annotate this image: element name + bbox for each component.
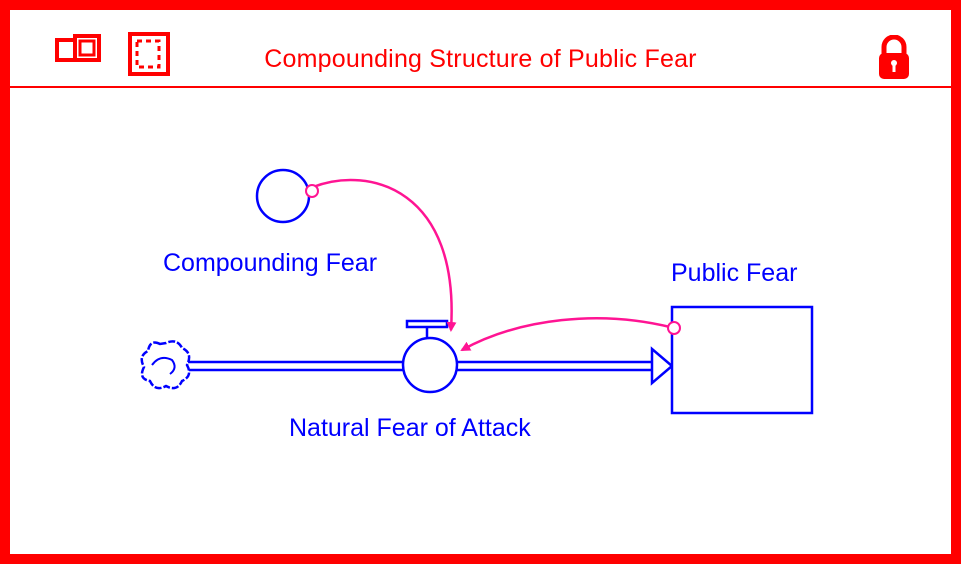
converter-compounding-fear[interactable] bbox=[255, 168, 311, 224]
flow-valve[interactable] bbox=[401, 319, 459, 394]
cloud-source-icon[interactable] bbox=[140, 340, 191, 390]
connector-compounding-to-flow[interactable] bbox=[305, 178, 457, 332]
label-public-fear: Public Fear bbox=[671, 259, 798, 287]
window-toolbar: Compounding Structure of Public Fear bbox=[10, 10, 951, 88]
selection-box-icon[interactable] bbox=[126, 30, 176, 78]
double-window-icon[interactable] bbox=[54, 30, 112, 70]
label-natural-fear-of-attack: Natural Fear of Attack bbox=[289, 414, 531, 442]
connector-stock-to-flow[interactable] bbox=[460, 317, 681, 352]
stock-public-fear[interactable] bbox=[670, 305, 814, 415]
lock-icon[interactable] bbox=[876, 35, 912, 81]
label-compounding-fear: Compounding Fear bbox=[163, 249, 378, 277]
window-title: Compounding Structure of Public Fear bbox=[264, 45, 697, 73]
